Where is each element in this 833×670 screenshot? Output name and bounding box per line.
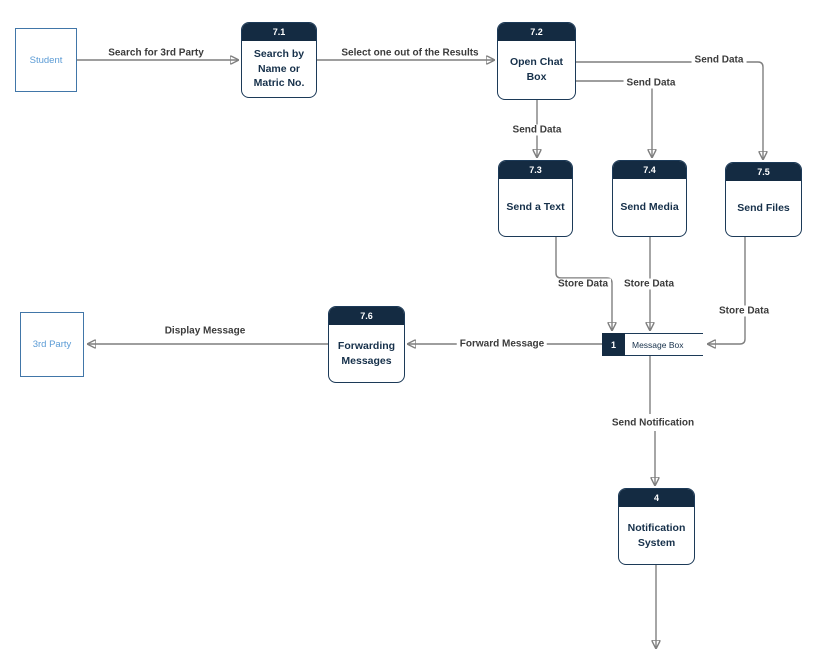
datastore-label: Message Box bbox=[625, 333, 703, 356]
process-7-6: 7.6 Forwarding Messages bbox=[328, 306, 405, 383]
flow-label-display-message: Display Message bbox=[161, 325, 249, 337]
flow-label-select-result: Select one out of the Results bbox=[338, 47, 482, 59]
process-7-1-label: Search by Name or Matric No. bbox=[253, 47, 305, 90]
process-7-2: 7.2 Open Chat Box bbox=[497, 22, 576, 100]
flow-store-data-from-7-3-line bbox=[555, 237, 612, 330]
flow-label-send-data-7-4: Send Data bbox=[623, 77, 679, 89]
process-7-1: 7.1 Search by Name or Matric No. bbox=[241, 22, 317, 98]
entity-third-party: 3rd Party bbox=[20, 312, 84, 377]
process-7-3-number: 7.3 bbox=[499, 161, 572, 179]
process-7-5: 7.5 Send Files bbox=[725, 162, 802, 237]
flow-label-send-data-7-5: Send Data bbox=[691, 54, 747, 66]
flow-label-store-data-7-3: Store Data bbox=[554, 278, 612, 290]
process-7-4: 7.4 Send Media bbox=[612, 160, 687, 237]
process-7-5-label: Send Files bbox=[737, 202, 790, 215]
flow-label-store-data-7-4: Store Data bbox=[620, 278, 678, 290]
process-7-2-label: Open Chat Box bbox=[509, 56, 564, 83]
process-7-6-number: 7.6 bbox=[329, 307, 404, 325]
process-4-label: Notification System bbox=[627, 521, 686, 549]
flow-label-search-for-3rd-party: Search for 3rd Party bbox=[105, 47, 207, 59]
flow-send-data-to-7-5-line bbox=[576, 61, 763, 159]
process-7-5-number: 7.5 bbox=[726, 163, 801, 181]
process-7-2-number: 7.2 bbox=[498, 23, 575, 41]
process-7-3-label: Send a Text bbox=[506, 201, 565, 214]
entity-student: Student bbox=[15, 28, 77, 92]
flow-send-data-to-7-4-line bbox=[576, 80, 652, 157]
process-7-6-label: Forwarding Messages bbox=[337, 339, 396, 367]
entity-student-label: Student bbox=[29, 54, 63, 66]
process-7-4-number: 7.4 bbox=[613, 161, 686, 179]
process-7-4-label: Send Media bbox=[620, 201, 679, 214]
process-7-1-number: 7.1 bbox=[242, 23, 316, 41]
entity-third-party-label: 3rd Party bbox=[32, 339, 72, 350]
flow-label-send-notification: Send Notification bbox=[608, 417, 698, 429]
process-4-number: 4 bbox=[619, 489, 694, 507]
process-7-3: 7.3 Send a Text bbox=[498, 160, 573, 237]
flow-label-send-data-7-3: Send Data bbox=[509, 124, 565, 136]
datastore-number: 1 bbox=[602, 333, 625, 356]
flow-label-store-data-7-5: Store Data bbox=[715, 305, 773, 317]
flow-store-data-from-7-5-line bbox=[708, 237, 746, 344]
datastore-message-box: 1 Message Box bbox=[602, 333, 703, 356]
flow-label-forward-message: Forward Message bbox=[456, 338, 548, 350]
process-4: 4 Notification System bbox=[618, 488, 695, 565]
